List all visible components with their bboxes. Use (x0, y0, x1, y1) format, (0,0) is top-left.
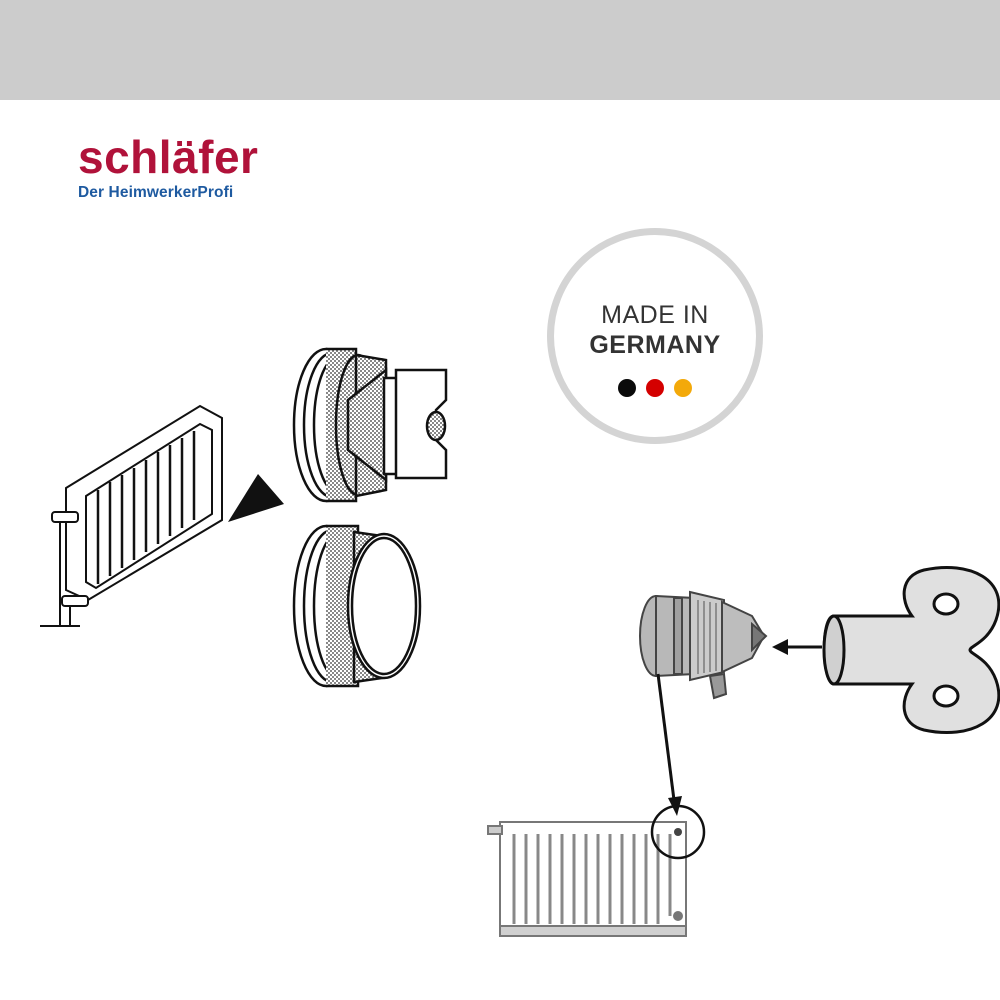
vent-plug-with-valve-icon (292, 347, 448, 503)
arrow-icon (228, 474, 284, 522)
flag-dots (554, 379, 756, 397)
vent-valve-icon (639, 590, 768, 700)
highlight-circle (650, 804, 706, 860)
brand-logo: schläfer Der HeimwerkerProfi (78, 134, 258, 202)
radiator-key-icon (822, 565, 1000, 735)
arrow-icon (656, 673, 682, 816)
radiator-icon (487, 821, 687, 937)
badge-line-1: MADE IN (601, 301, 709, 329)
made-in-germany-badge: MADE IN GERMANY (547, 228, 763, 444)
blind-plug-icon (292, 524, 422, 688)
red-dot (646, 379, 664, 397)
top-banner (0, 0, 1000, 100)
gold-dot (674, 379, 692, 397)
arrow-icon (772, 639, 822, 655)
brand-tagline: Der HeimwerkerProfi (78, 184, 234, 201)
radiator-icon (40, 404, 223, 627)
black-dot (618, 379, 636, 397)
badge-line-2: GERMANY (589, 331, 721, 359)
brand-name: schläfer (78, 131, 259, 183)
